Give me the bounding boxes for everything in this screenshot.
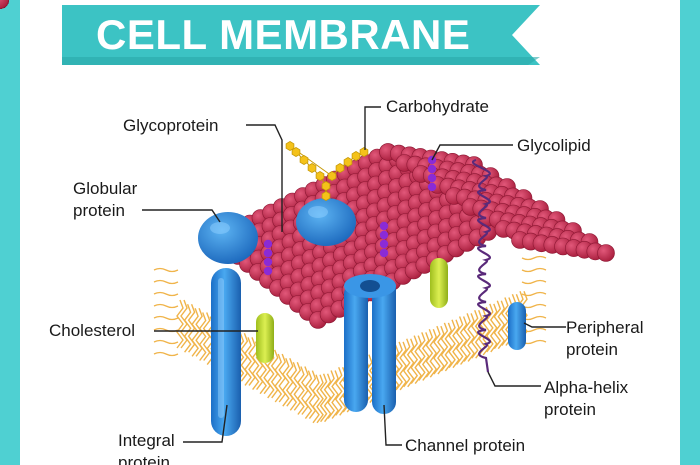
label-integral-line1: Integral (118, 431, 175, 450)
cholesterol (256, 258, 448, 363)
title-banner (62, 5, 540, 65)
label-alpha-helix-line1: Alpha-helix (544, 378, 629, 397)
globular-protein (198, 212, 258, 264)
alpha-helix (472, 158, 491, 373)
label-alpha-helix-line2: protein (544, 400, 596, 419)
left-border (0, 0, 20, 465)
glycoprotein (296, 198, 356, 246)
carbohydrate-chain (285, 141, 369, 201)
label-carbohydrate: Carbohydrate (386, 97, 490, 116)
label-peripheral-line1: Peripheral (566, 318, 644, 337)
label-globular-line1: Globular (73, 179, 138, 198)
leader-lines (142, 106, 566, 446)
phospholipid-top-layer (0, 0, 615, 329)
label-channel-protein: Channel protein (405, 436, 526, 455)
integral-protein (211, 268, 241, 436)
peripheral-protein (508, 302, 526, 350)
label-cholesterol: Cholesterol (49, 321, 135, 340)
label-peripheral-line2: protein (566, 340, 618, 359)
label-glycoprotein: Glycoprotein (123, 116, 219, 135)
channel-protein (344, 274, 396, 414)
right-border (680, 0, 700, 465)
label-glycolipid: Glycolipid (517, 136, 591, 155)
page-title: CELL MEMBRANE (96, 11, 471, 58)
label-integral-line2: protein (118, 453, 170, 465)
label-globular-line2: protein (73, 201, 125, 220)
glycolipid-chains (263, 155, 437, 276)
